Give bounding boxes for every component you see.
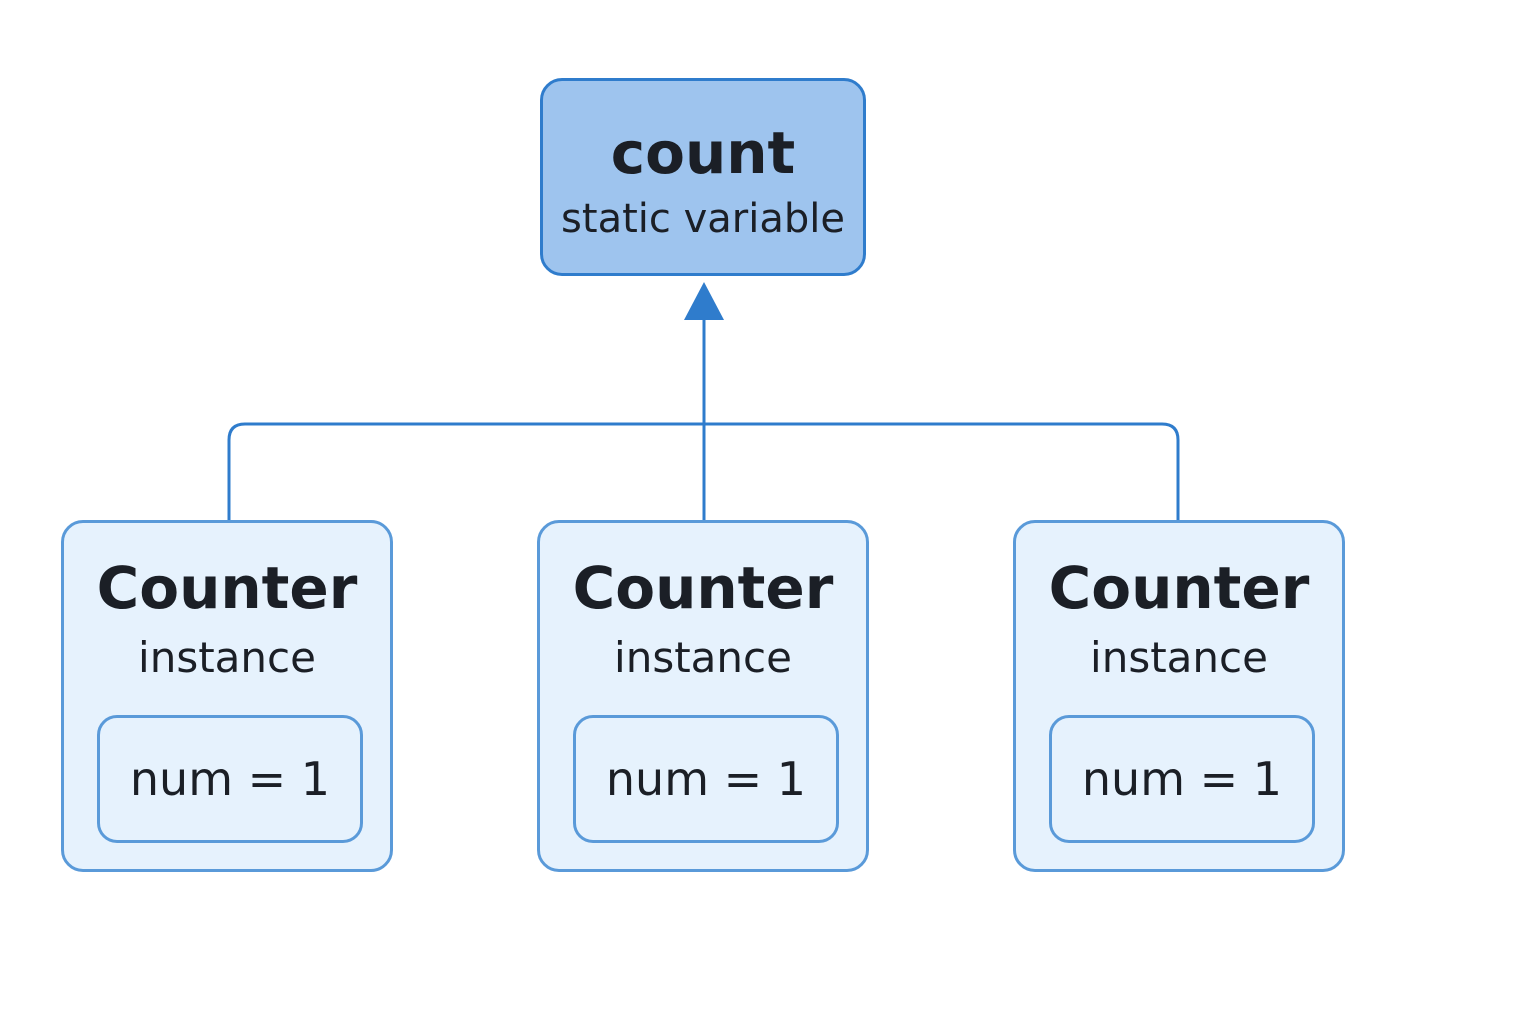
instance-field: num = 1: [97, 715, 363, 843]
static-variable-label: static variable: [561, 196, 845, 242]
instance-class-name: Counter: [96, 554, 358, 622]
instance-label: instance: [614, 633, 792, 682]
static-variable-box: count static variable: [540, 78, 866, 276]
instance-box-1: Counter instance num = 1: [61, 520, 393, 872]
instance-box-2: Counter instance num = 1: [537, 520, 869, 872]
instance-field: num = 1: [573, 715, 839, 843]
instance-label: instance: [1090, 633, 1268, 682]
instance-field: num = 1: [1049, 715, 1315, 843]
static-variable-name: count: [610, 119, 796, 187]
instance-class-name: Counter: [572, 554, 834, 622]
instance-label: instance: [138, 633, 316, 682]
arrow-head-icon: [684, 282, 724, 320]
instance-class-name: Counter: [1048, 554, 1310, 622]
instance-box-3: Counter instance num = 1: [1013, 520, 1345, 872]
